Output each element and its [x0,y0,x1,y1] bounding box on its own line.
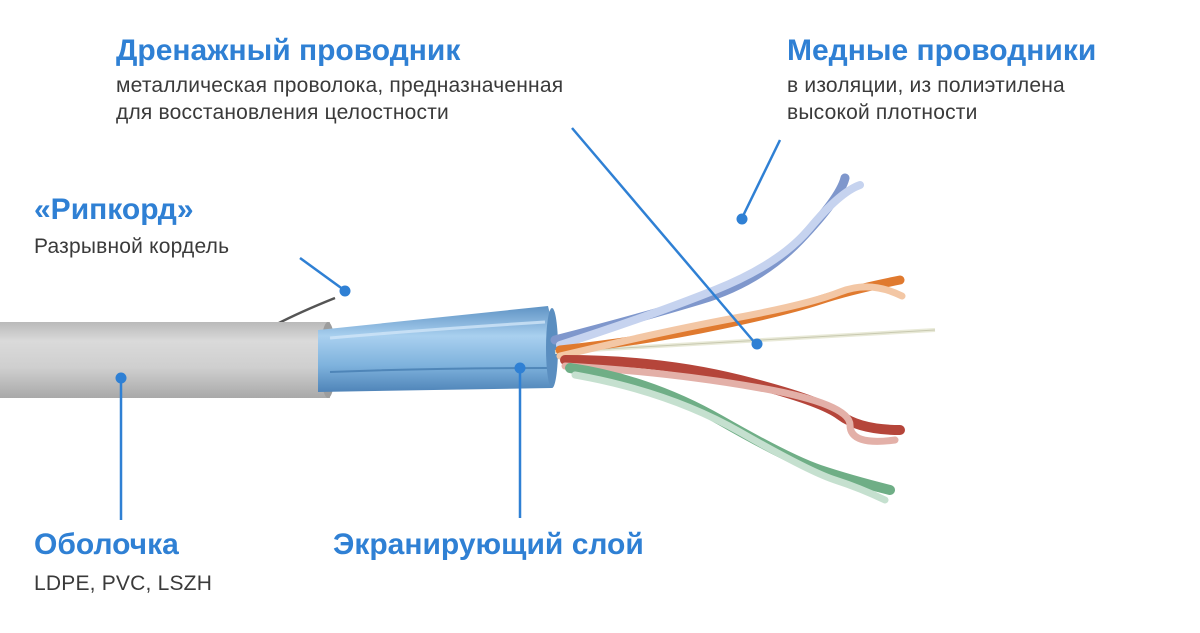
sheath-title: Оболочка [34,528,179,561]
drain-desc-line2: для восстановления целостности [116,101,449,124]
ripcord-title: «Рипкорд» [34,193,194,226]
blue-twisted-pair [550,173,864,349]
drain-leader [571,127,756,344]
shield-dot [514,362,526,374]
drain-dot [751,338,763,350]
copper-label: Медные проводники в изоляции, из полиэти… [787,34,1096,126]
ripcord-thread [274,296,336,327]
sheath-desc: LDPE, PVC, LSZH [34,572,213,595]
copper-dot [736,213,748,225]
green-twisted-pair [565,363,895,504]
sheath-label: Оболочка LDPE, PVC, LSZH [34,528,212,597]
ripcord-leader [299,256,345,292]
sheath-graphic [0,322,336,398]
orange-twisted-pair [555,275,906,360]
copper-desc-line1: в изоляции, из полиэтилена [787,74,1065,97]
drain-desc-line1: металлическая проволока, предназначенная [116,74,564,97]
copper-leader [740,139,782,219]
shield-graphic [318,306,558,392]
shield-label: Экранирующий слой [333,528,644,562]
copper-title: Медные проводники [787,34,1097,67]
drain-label: Дренажный проводник металлическая провол… [116,34,563,126]
ripcord-desc: Разрывной кордель [34,235,230,258]
drain-title: Дренажный проводник [116,34,461,67]
brown-twisted-pair [560,355,905,445]
sheath-dot [115,372,127,384]
shield-title: Экранирующий слой [333,528,644,561]
ripcord-label: «Рипкорд» Разрывной кордель [34,193,229,260]
copper-desc-line2: высокой плотности [787,101,978,124]
ripcord-dot [339,285,351,297]
